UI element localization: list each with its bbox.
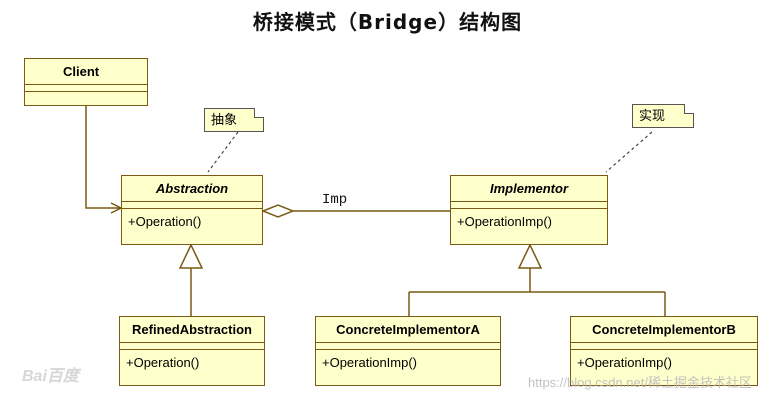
class-concrete-a-attributes xyxy=(316,343,500,350)
diagram-title: 桥接模式（Bridge）结构图 xyxy=(252,10,523,34)
class-abstraction: Abstraction +Operation() xyxy=(121,175,263,245)
class-client: Client xyxy=(24,58,148,106)
class-implementor: Implementor +OperationImp() xyxy=(450,175,608,245)
abstraction-note-connector xyxy=(207,131,239,173)
class-refined-abstraction-name: RefinedAbstraction xyxy=(120,317,264,343)
class-concrete-b-name: ConcreteImplementorB xyxy=(571,317,757,343)
class-client-name: Client xyxy=(25,59,147,85)
note-abstraction: 抽象 xyxy=(204,108,264,132)
watermark-baidu: Bai百度 xyxy=(22,368,79,385)
class-concrete-implementor-b: ConcreteImplementorB +OperationImp() xyxy=(570,316,758,386)
association-label-imp: Imp xyxy=(322,192,348,208)
note-fold-icon xyxy=(254,108,264,118)
aggregation-diamond-icon xyxy=(260,204,296,218)
class-concrete-implementor-a: ConcreteImplementorA +OperationImp() xyxy=(315,316,501,386)
class-implementor-attributes xyxy=(451,202,607,209)
class-abstraction-attributes xyxy=(122,202,262,209)
note-implementation-text: 实现 xyxy=(639,109,666,124)
class-refined-abstraction-attributes xyxy=(120,343,264,350)
class-concrete-a-name: ConcreteImplementorA xyxy=(316,317,500,343)
class-refined-abstraction-operation: +Operation() xyxy=(126,355,200,370)
note-fold-icon xyxy=(684,104,694,114)
note-abstraction-text: 抽象 xyxy=(211,113,238,128)
class-refined-abstraction: RefinedAbstraction +Operation() xyxy=(119,316,265,386)
refined-generalization-triangle-icon xyxy=(178,243,204,269)
class-abstraction-name: Abstraction xyxy=(122,176,262,202)
class-abstraction-operation: +Operation() xyxy=(128,214,202,229)
class-concrete-a-operation: +OperationImp() xyxy=(322,355,418,370)
implementation-note-connector xyxy=(605,131,653,173)
note-implementation: 实现 xyxy=(632,104,694,128)
class-implementor-name: Implementor xyxy=(451,176,607,202)
class-concrete-b-attributes xyxy=(571,343,757,350)
class-client-attributes xyxy=(25,85,147,92)
class-implementor-operation: +OperationImp() xyxy=(457,214,553,229)
implementor-generalization-triangle-icon xyxy=(517,243,543,269)
client-to-abstraction-line xyxy=(85,106,121,208)
class-concrete-b-operation: +OperationImp() xyxy=(577,355,673,370)
watermark-url: https://blog.csdn.net/稀土掘金技术社区 xyxy=(528,375,752,390)
